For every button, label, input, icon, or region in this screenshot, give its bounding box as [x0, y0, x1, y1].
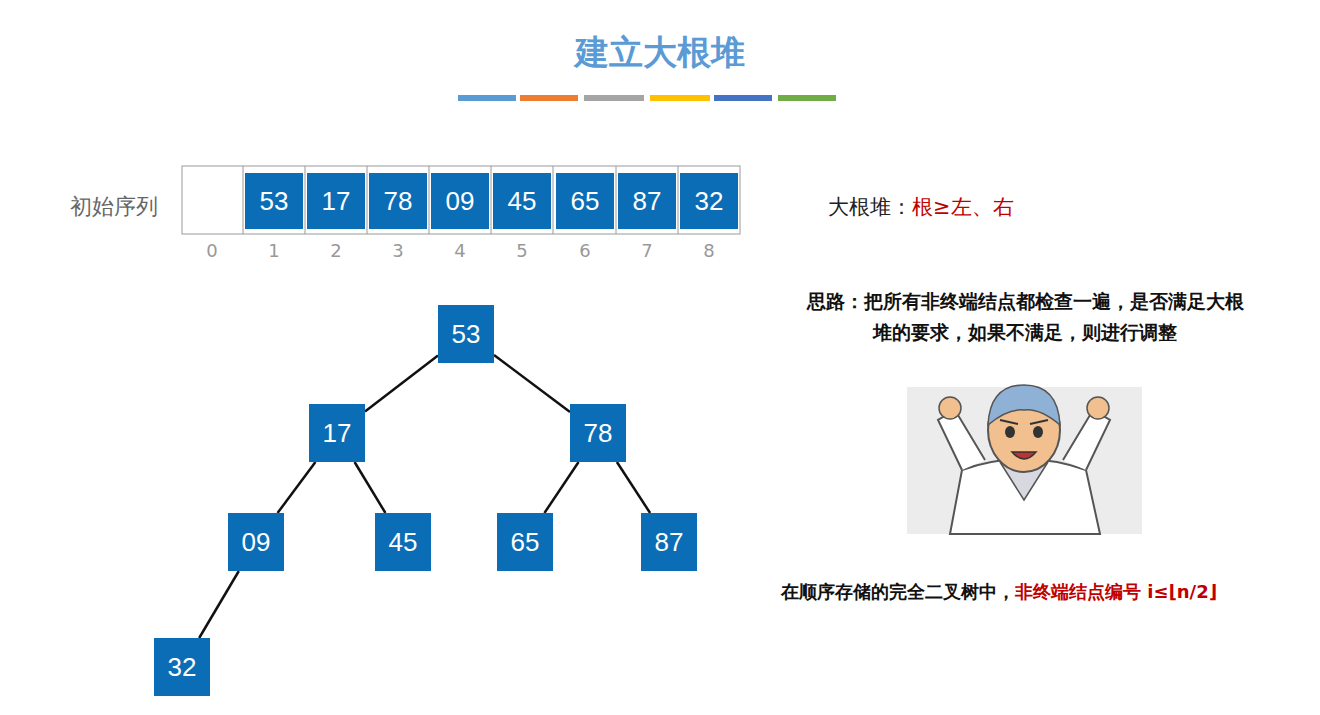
node-value: 17 — [322, 186, 351, 217]
array-index: 4 — [454, 240, 465, 261]
array-cell: 53 — [245, 173, 303, 229]
tree-edge — [544, 462, 578, 513]
array-cell: 17 — [307, 173, 365, 229]
tree-edge — [355, 462, 386, 513]
array-cell: 87 — [618, 173, 676, 229]
array-index: 0 — [206, 240, 217, 261]
array-index: 1 — [268, 240, 279, 261]
node-value: 65 — [571, 186, 600, 217]
node-value: 78 — [384, 186, 413, 217]
node-value: 32 — [168, 652, 197, 683]
heap-tree-node: 78 — [570, 404, 626, 462]
note-text: 根≥左、右 — [912, 193, 1014, 221]
node-value: 32 — [695, 186, 724, 217]
node-value: 45 — [508, 186, 537, 217]
array-cell: 65 — [556, 173, 614, 229]
heap-tree-node: 87 — [641, 513, 697, 571]
node-value: 53 — [452, 319, 481, 350]
thinking-monk-illustration — [907, 385, 1142, 534]
heap-tree-node: 32 — [154, 638, 210, 696]
array-index: 8 — [703, 240, 714, 261]
node-value: 53 — [260, 186, 289, 217]
heap-tree-node: 65 — [497, 513, 553, 571]
heap-tree-node: 17 — [309, 404, 365, 462]
tree-edge — [494, 355, 570, 412]
tree-edge — [617, 462, 650, 513]
array-cell: 09 — [431, 173, 489, 229]
idea-note: 思路：把所有非终端结点都检查一遍，是否满足大根堆的要求，如果不满足，则进行调整 — [800, 286, 1250, 348]
title-color-bar — [458, 95, 836, 101]
node-value: 87 — [633, 186, 662, 217]
tree-edge — [278, 462, 316, 513]
heap-tree-node: 09 — [228, 513, 284, 571]
node-value: 09 — [242, 527, 271, 558]
array-index: 7 — [641, 240, 652, 261]
title: 建立大根堆 — [0, 30, 1320, 76]
array-index: 3 — [392, 240, 403, 261]
node-value: 45 — [389, 527, 418, 558]
note-text: 非终端结点编号 i≤⌊n/2⌋ — [1015, 580, 1217, 604]
heap-tree-node: 45 — [375, 513, 431, 571]
array-cell: 45 — [493, 173, 551, 229]
array-caption: 初始序列 — [70, 192, 158, 222]
tree-edge — [199, 571, 239, 638]
array-frame — [182, 166, 740, 234]
array-index: 6 — [579, 240, 590, 261]
note-text: 在顺序存储的完全二叉树中， — [781, 580, 1015, 604]
array-cell: 78 — [369, 173, 427, 229]
tree-edge — [365, 355, 438, 411]
node-value: 17 — [323, 418, 352, 449]
array-index: 2 — [330, 240, 341, 261]
node-value: 87 — [655, 527, 684, 558]
heap-tree-node: 53 — [438, 305, 494, 363]
array-cell: 32 — [680, 173, 738, 229]
node-value: 65 — [511, 527, 540, 558]
array-index: 5 — [516, 240, 527, 261]
node-value: 78 — [584, 418, 613, 449]
node-value: 09 — [446, 186, 475, 217]
note-text: 大根堆： — [828, 193, 912, 221]
